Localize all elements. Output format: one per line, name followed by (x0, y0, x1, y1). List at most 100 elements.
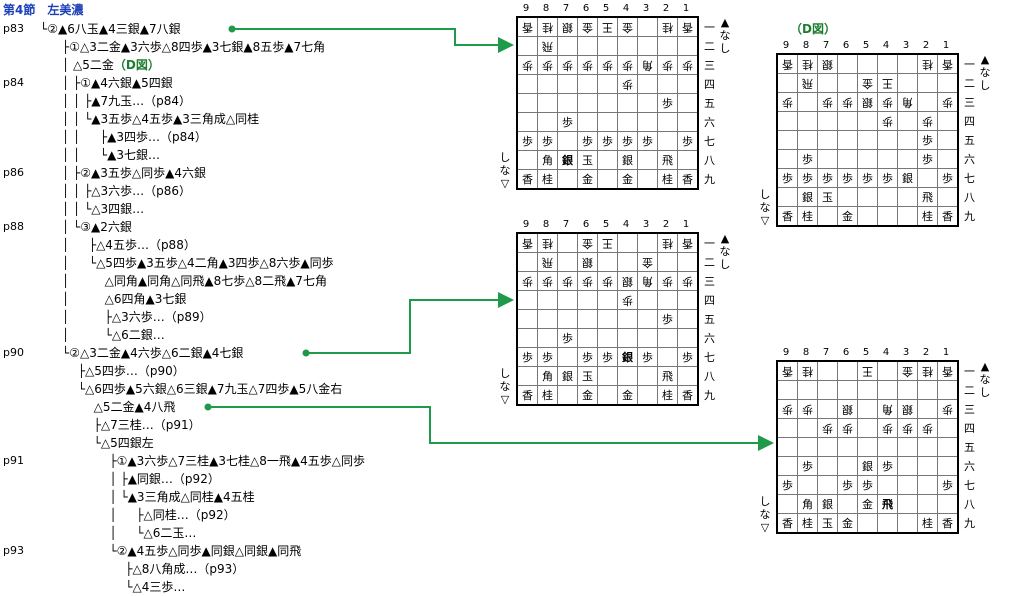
shogi-piece: 歩 (822, 171, 833, 185)
tree-line: ├△8八角成…（p93） (62, 560, 244, 578)
board-square (557, 385, 578, 406)
board-square (677, 36, 699, 56)
board-square (537, 93, 558, 113)
board-square (857, 399, 878, 419)
shogi-piece: 玉 (582, 153, 593, 167)
board-square: 香 (776, 513, 798, 534)
shogi-piece: 歩 (942, 402, 953, 416)
board-square: 歩 (516, 271, 538, 291)
tree-line-text: ├△7三桂…（p91） (62, 418, 201, 432)
board-square (577, 290, 598, 310)
tree-line: │ │ ├▲7九玉…（p84） (62, 92, 191, 110)
board-square: 歩 (657, 309, 678, 329)
board-square (897, 475, 918, 495)
file-label: 9 (522, 219, 530, 230)
board-square (577, 309, 598, 329)
board-square: 王 (877, 73, 898, 93)
tree-line-text: ├①△3二金▲3六歩△8四歩▲3七銀▲8五歩▲7七角 (62, 40, 326, 54)
diagram-ref-label: （D図） (113, 58, 160, 72)
board-square: 香 (776, 53, 798, 74)
file-label: 8 (802, 40, 810, 51)
board-square: 桂 (797, 360, 818, 381)
rank-label: 二 (704, 40, 715, 53)
board-square (937, 456, 959, 476)
shogi-piece: 金 (842, 516, 853, 530)
board-square (817, 111, 838, 131)
board-square: 歩 (577, 55, 598, 75)
board-square (817, 149, 838, 169)
tree-line-text: │ ├△同桂…（p92） (62, 508, 236, 522)
board-square (677, 366, 699, 386)
board-square: 金 (617, 16, 638, 37)
board-square (516, 93, 538, 113)
board-square (617, 232, 638, 253)
board-grid: 香桂王金桂香歩歩銀角銀歩歩歩歩歩歩歩銀歩歩歩歩歩角銀金飛香桂玉金桂香 (776, 360, 959, 534)
shogi-piece: 銀 (842, 402, 853, 416)
rank-labels: 一二三四五六七八九 (964, 55, 975, 226)
board-square (877, 53, 898, 74)
board-square (597, 150, 618, 170)
shogi-piece: 歩 (542, 274, 553, 288)
shogi-piece: 歩 (522, 134, 533, 148)
file-label: 3 (642, 219, 650, 230)
shogi-piece: 歩 (922, 114, 933, 128)
file-label: 7 (822, 40, 830, 51)
board-square: 桂 (537, 169, 558, 190)
board-square: 香 (776, 360, 798, 381)
board-square (637, 366, 658, 386)
board-square: 歩 (937, 399, 959, 419)
board-square: 角 (897, 92, 918, 112)
board-square (937, 149, 959, 169)
board-square: 桂 (537, 232, 558, 253)
board-square: 桂 (917, 53, 938, 74)
rank-label: 九 (704, 173, 715, 186)
board-square: 桂 (797, 513, 818, 534)
shogi-piece: 歩 (822, 421, 833, 435)
board-square (617, 112, 638, 132)
board-square (516, 36, 538, 56)
board-square (817, 206, 838, 227)
page-ref: p83 (3, 22, 24, 35)
board-square (917, 456, 938, 476)
board-square (817, 380, 838, 400)
shogi-piece: 香 (682, 20, 693, 34)
shogi-piece: 歩 (842, 171, 853, 185)
tree-line: └②△3二金▲4六歩△6二銀▲4七銀 (62, 344, 243, 362)
shogi-piece: 角 (642, 58, 653, 72)
sente-hand: しな▽ (759, 188, 771, 227)
shogi-piece: 歩 (542, 58, 553, 72)
file-label: 5 (862, 40, 870, 51)
board-square (917, 92, 938, 112)
file-label: 1 (942, 347, 950, 358)
tree-line-text: └②▲6八玉▲4三銀▲7八銀 (40, 22, 181, 36)
board-square: 歩 (677, 271, 699, 291)
board-square (917, 399, 938, 419)
shogi-piece: 桂 (802, 57, 813, 71)
board-square: 歩 (817, 418, 838, 438)
tree-line: │ △5二金（D図） (62, 56, 160, 74)
board-square (657, 112, 678, 132)
board-square (637, 112, 658, 132)
tree-line: │ ├△同桂…（p92） (62, 506, 236, 524)
tree-line-text: │ │ ├▲7九玉…（p84） (62, 94, 192, 108)
board-square: 金 (577, 385, 598, 406)
board-square: 王 (597, 16, 618, 37)
tree-line-text: │ ├△4五歩…（p88） (62, 238, 196, 252)
shogi-piece: 歩 (802, 402, 813, 416)
board-square: 香 (677, 232, 699, 253)
shogi-piece: 銀 (822, 57, 833, 71)
file-label: 9 (782, 347, 790, 358)
shogi-piece: 歩 (882, 114, 893, 128)
page-ref: p90 (3, 346, 24, 359)
shogi-piece: 歩 (882, 95, 893, 109)
board-square (557, 309, 578, 329)
board-square (937, 111, 959, 131)
board-square (637, 290, 658, 310)
board-square (837, 456, 858, 476)
board-square (837, 73, 858, 93)
shogi-piece: 銀 (862, 459, 873, 473)
rank-labels: 一二三四五六七八九 (964, 362, 975, 533)
board-square (557, 131, 578, 151)
tree-line-text: └△5四銀左 (62, 436, 154, 450)
